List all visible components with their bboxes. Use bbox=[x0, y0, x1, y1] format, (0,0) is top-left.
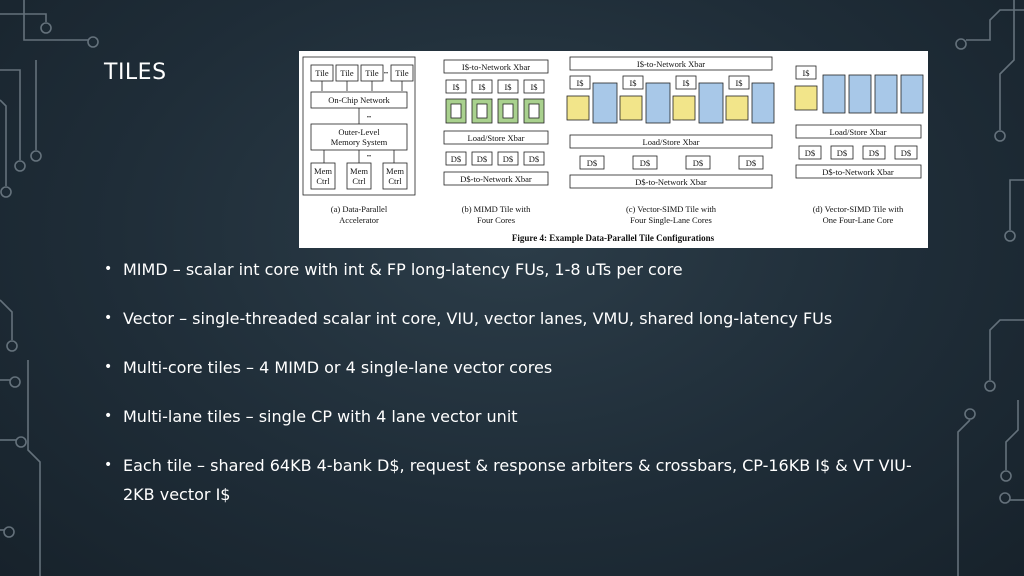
mem-ctrl-label: Ctrl bbox=[316, 176, 330, 186]
mem-ctrl-box bbox=[310, 162, 336, 190]
dcache-label: D$ bbox=[805, 148, 815, 158]
panel-c bbox=[566, 56, 775, 189]
bullet-text: Multi-lane tiles – single CP with 4 lane… bbox=[123, 407, 518, 426]
figure-diagram: Tile Tile Tile •• Tile On-Chip Network •… bbox=[302, 56, 924, 243]
bullet-text: Vector – single-threaded scalar int core… bbox=[123, 309, 833, 328]
dcache-label: D$ bbox=[503, 154, 513, 164]
panel-c-caption: Four Single-Lane Cores bbox=[630, 215, 712, 225]
bullet-text: MIMD – scalar int core with int & FP lon… bbox=[123, 260, 683, 279]
icache-label: I$ bbox=[530, 82, 537, 92]
ellipsis-label: •• bbox=[384, 71, 388, 77]
panel-b bbox=[443, 59, 549, 186]
icache-label: I$ bbox=[735, 78, 742, 88]
tile-label: Tile bbox=[340, 68, 354, 78]
bullet-marker: • bbox=[104, 408, 113, 424]
panel-a-caption: Accelerator bbox=[339, 215, 379, 225]
panel-d bbox=[794, 65, 924, 179]
bullet-list: • MIMD – scalar int core with int & FP lo… bbox=[104, 255, 924, 529]
mem-ctrl-box bbox=[346, 162, 372, 190]
xbar-label: Load/Store Xbar bbox=[643, 137, 700, 147]
d-network-xbar bbox=[443, 171, 549, 186]
dcache-label: D$ bbox=[529, 154, 539, 164]
xbar-label: I$-to-Network Xbar bbox=[637, 59, 705, 69]
panel-a-caption: (a) Data-Parallel bbox=[331, 204, 388, 214]
icache-label: I$ bbox=[682, 78, 689, 88]
tile-configurations-figure: Tile Tile Tile •• Tile On-Chip Network •… bbox=[299, 51, 928, 248]
icache-label: I$ bbox=[478, 82, 485, 92]
bullet-text: Multi-core tiles – 4 MIMD or 4 single-la… bbox=[123, 358, 553, 377]
xbar-label: D$-to-Network Xbar bbox=[460, 174, 532, 184]
xbar-label: D$-to-Network Xbar bbox=[822, 167, 894, 177]
icache-label: I$ bbox=[802, 68, 809, 78]
figure-caption: Figure 4: Example Data-Parallel Tile Con… bbox=[512, 233, 715, 243]
dcache-label: D$ bbox=[477, 154, 487, 164]
mem-ctrl-label: Ctrl bbox=[352, 176, 366, 186]
tile-label: Tile bbox=[315, 68, 329, 78]
bullet-marker: • bbox=[104, 359, 113, 375]
ellipsis-label: •• bbox=[367, 154, 371, 160]
mem-ctrl-label: Mem bbox=[314, 166, 332, 176]
mem-ctrl-label: Mem bbox=[386, 166, 404, 176]
tile-label: Tile bbox=[365, 68, 379, 78]
xbar-label: I$-to-Network Xbar bbox=[462, 62, 530, 72]
mem-ctrl-label: Ctrl bbox=[388, 176, 402, 186]
dcache-label: D$ bbox=[693, 158, 703, 168]
dcache-label: D$ bbox=[901, 148, 911, 158]
dcache-label: D$ bbox=[869, 148, 879, 158]
icache-label: I$ bbox=[504, 82, 511, 92]
slide-title: TILES bbox=[104, 60, 167, 85]
bullet-text: Each tile – shared 64KB 4-bank D$, reque… bbox=[123, 456, 912, 504]
network-label: On-Chip Network bbox=[328, 95, 390, 105]
i-network-xbar bbox=[443, 59, 549, 74]
dcache-label: D$ bbox=[587, 158, 597, 168]
panel-a bbox=[302, 56, 416, 196]
xbar-label: D$-to-Network Xbar bbox=[635, 177, 707, 187]
memory-label: Memory System bbox=[331, 137, 388, 147]
dcache-label: D$ bbox=[451, 154, 461, 164]
mem-ctrl-label: Mem bbox=[350, 166, 368, 176]
panel-d-caption: (d) Vector-SIMD Tile with bbox=[813, 204, 904, 214]
icache-label: I$ bbox=[629, 78, 636, 88]
ellipsis-label: •• bbox=[367, 115, 371, 121]
panel-d-caption: One Four-Lane Core bbox=[823, 215, 894, 225]
bullet-marker: • bbox=[104, 310, 113, 326]
load-store-xbar bbox=[443, 130, 549, 145]
dcache-label: D$ bbox=[837, 148, 847, 158]
bullet-item: • Multi-core tiles – 4 MIMD or 4 single-l… bbox=[104, 353, 924, 382]
panel-b-caption: Four Cores bbox=[477, 215, 515, 225]
bullet-item: • Each tile – shared 64KB 4-bank D$, requ… bbox=[104, 451, 924, 509]
dcache-label: D$ bbox=[640, 158, 650, 168]
bullet-item: • Vector – single-threaded scalar int cor… bbox=[104, 304, 924, 333]
bullet-marker: • bbox=[104, 261, 113, 277]
mem-ctrl-box bbox=[382, 162, 408, 190]
panel-b-caption: (b) MIMD Tile with bbox=[462, 204, 531, 214]
icache-label: I$ bbox=[576, 78, 583, 88]
bullet-item: • Multi-lane tiles – single CP with 4 lan… bbox=[104, 402, 924, 431]
panel-c-caption: (c) Vector-SIMD Tile with bbox=[626, 204, 717, 214]
tile-label: Tile bbox=[395, 68, 409, 78]
dcache-label: D$ bbox=[746, 158, 756, 168]
bullet-marker: • bbox=[104, 457, 113, 473]
xbar-label: Load/Store Xbar bbox=[468, 133, 525, 143]
memory-label: Outer-Level bbox=[338, 127, 380, 137]
xbar-label: Load/Store Xbar bbox=[830, 127, 887, 137]
bullet-item: • MIMD – scalar int core with int & FP lo… bbox=[104, 255, 924, 284]
icache-label: I$ bbox=[452, 82, 459, 92]
